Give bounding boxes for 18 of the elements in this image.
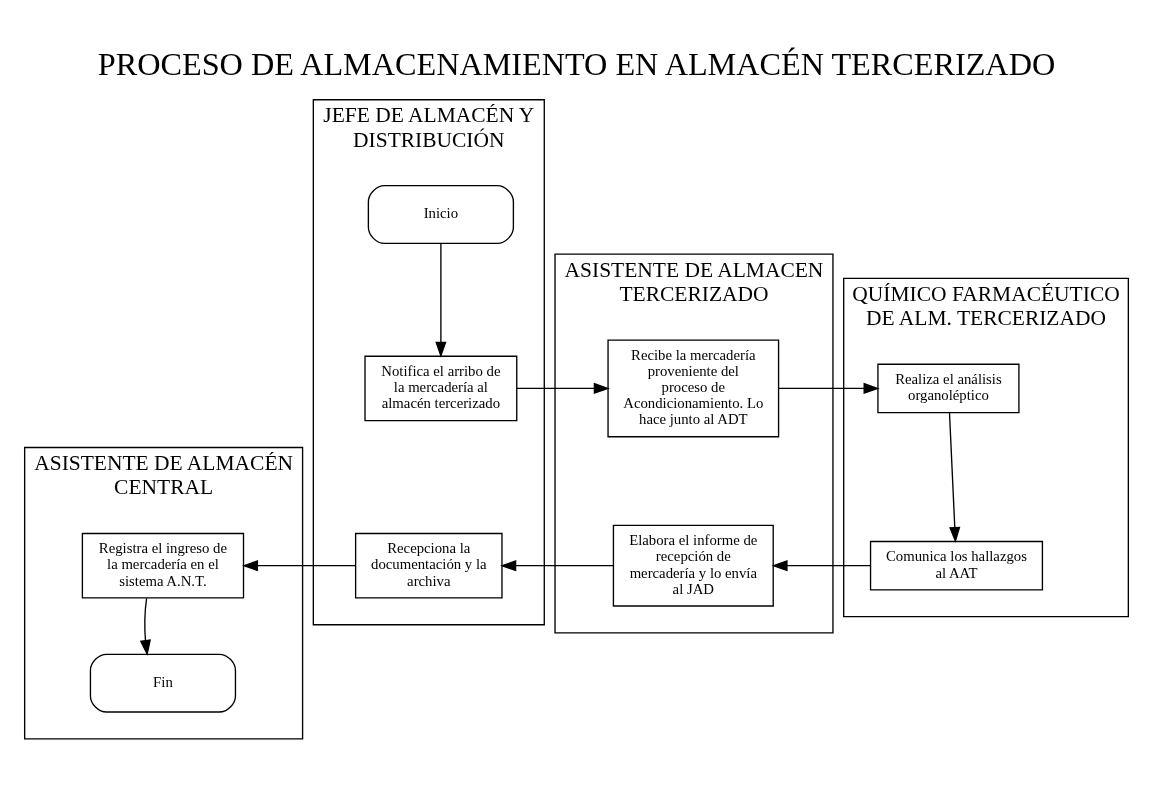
- arrow: [948, 412, 961, 544]
- node-box: Inicio: [367, 185, 515, 245]
- node-box: Comunica los hallazgos al AAT: [869, 540, 1044, 591]
- node-box: Fin: [89, 653, 237, 713]
- diagram-title: PROCESO DE ALMACENAMIENTO EN ALMACÉN TERCERIZADO: [97, 45, 1056, 82]
- arrow: [500, 560, 615, 572]
- node-box: Elabora el informe de recepción de mercadería y lo envía al JAD: [612, 524, 774, 607]
- node-box: Registra el ingreso de la mercadería en el sistema A.N.T.: [81, 532, 245, 599]
- arrow: [771, 560, 871, 572]
- arrow: [435, 243, 447, 358]
- node-box: Recibe la mercadería proveniente del proceso de Acondicionamiento. Lo hace junto al ADT: [607, 339, 780, 438]
- arrow: [516, 382, 610, 395]
- node-box: Notifica el arribo de la mercadería al almacén tercerizado: [364, 355, 518, 422]
- arrow: [778, 382, 880, 395]
- arrow: [241, 560, 357, 572]
- arrow: [139, 597, 151, 657]
- node-box: Recepciona la documentación y la archiva: [354, 532, 503, 599]
- node-box: Realiza el análisis organoléptico: [877, 363, 1020, 414]
